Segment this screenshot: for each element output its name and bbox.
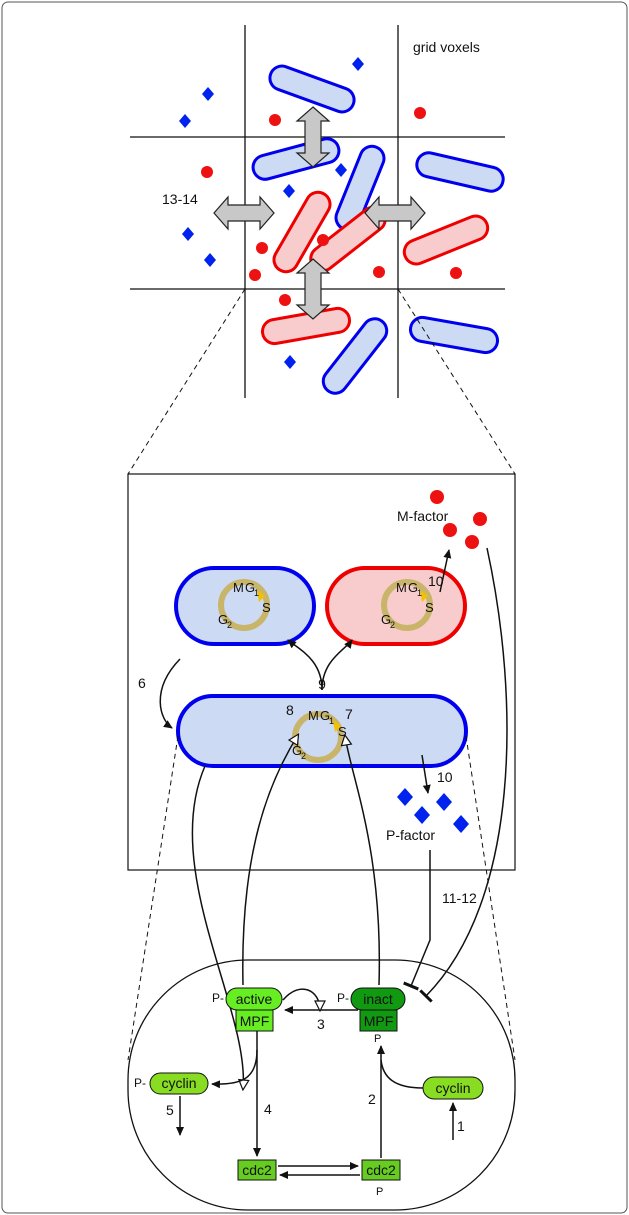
svg-text:M: M <box>233 580 244 595</box>
arrow-10-m <box>439 549 452 593</box>
svg-text:P: P <box>374 1033 381 1045</box>
svg-text:G: G <box>292 743 302 758</box>
curve-active-to-8 <box>242 735 298 986</box>
step-2: 2 <box>368 1091 376 1107</box>
blue-rod-cell <box>408 315 500 355</box>
secreted-p-factor <box>397 788 469 833</box>
svg-text:cdc2: cdc2 <box>366 1162 396 1178</box>
step-11-12: 11-12 <box>442 890 477 906</box>
arrow-9-left <box>287 639 323 691</box>
zoom-lines <box>127 288 516 475</box>
red-cell-top: M G 1 S G 2 <box>325 566 467 646</box>
grid-voxels-panel: grid voxels <box>130 25 505 398</box>
step-3: 3 <box>317 1016 325 1032</box>
arrow-cyclin-bind <box>380 1059 424 1089</box>
m-factor-inhibition <box>419 547 508 1003</box>
curve-inact-to-7 <box>345 736 381 986</box>
p-factor-inhibition <box>403 850 431 991</box>
diffusion-step-label: 13-14 <box>162 191 198 207</box>
svg-text:cdc2: cdc2 <box>242 1162 272 1178</box>
arrow-9-right <box>321 639 353 691</box>
cyclin-free: P- cyclin <box>134 1072 209 1095</box>
curve-to-cyclin <box>191 765 243 1089</box>
arrow-cyclin-release <box>211 1049 258 1089</box>
svg-text:2: 2 <box>301 751 306 761</box>
m-factor-molecules <box>201 107 462 306</box>
blue-cell-top: M G 1 S G 2 <box>174 566 316 646</box>
diffusion-arrow-left <box>213 196 275 230</box>
step-6: 6 <box>138 675 146 691</box>
svg-text:G: G <box>381 612 391 627</box>
svg-text:inact: inact <box>363 991 393 1007</box>
svg-text:M: M <box>308 708 319 723</box>
blue-rod-cell <box>268 64 356 114</box>
step-8: 8 <box>286 702 294 718</box>
svg-text:P-: P- <box>134 1076 146 1090</box>
box-arrows <box>159 549 452 794</box>
svg-text:G: G <box>218 612 228 627</box>
svg-text:1: 1 <box>417 588 422 598</box>
cyclin-new: cyclin <box>422 1076 484 1100</box>
svg-text:P: P <box>376 1186 383 1198</box>
step-4: 4 <box>264 1101 272 1117</box>
svg-text:S: S <box>338 724 347 739</box>
svg-text:P-: P- <box>337 991 349 1005</box>
svg-text:cyclin: cyclin <box>161 1075 196 1091</box>
network-arrows <box>176 988 457 1179</box>
svg-text:G: G <box>320 708 330 723</box>
svg-text:1: 1 <box>329 716 334 726</box>
blue-rod-cell <box>415 151 505 193</box>
step-10-m: 10 <box>428 573 444 589</box>
svg-text:2: 2 <box>390 620 395 630</box>
svg-text:active: active <box>236 991 273 1007</box>
inactive-mpf: P- inact MPF P <box>337 987 406 1045</box>
svg-text:1: 1 <box>254 588 259 598</box>
grid-voxels-label: grid voxels <box>413 39 480 55</box>
svg-text:cyclin: cyclin <box>435 1080 470 1096</box>
svg-text:P-: P- <box>212 991 224 1005</box>
active-mpf: P- active MPF <box>212 987 283 1032</box>
arrow-6 <box>159 658 181 729</box>
svg-text:MPF: MPF <box>364 1013 394 1029</box>
svg-text:M: M <box>396 580 407 595</box>
p-factor-label: P-factor <box>386 827 435 843</box>
arrow-10-p <box>421 754 431 794</box>
feedback-curves <box>191 547 508 1089</box>
step-5: 5 <box>166 1102 174 1118</box>
step-7: 7 <box>345 706 353 722</box>
cdc2-free: cdc2 <box>237 1159 277 1181</box>
blue-rod-cell <box>321 317 389 395</box>
step-1: 1 <box>457 1118 465 1134</box>
p-factor-molecules <box>179 57 364 369</box>
zoom-lines-lower <box>127 735 516 1061</box>
cdc2-phospho: cdc2 P <box>361 1159 401 1198</box>
svg-text:2: 2 <box>227 620 232 630</box>
step-10-p: 10 <box>437 769 453 785</box>
arrow-self-activation <box>282 988 320 1010</box>
svg-text:G: G <box>408 580 418 595</box>
svg-text:G: G <box>245 580 255 595</box>
svg-text:S: S <box>262 600 271 615</box>
network-cell <box>127 959 516 1211</box>
svg-text:MPF: MPF <box>240 1013 270 1029</box>
blue-rod-cell <box>251 137 341 181</box>
step-9: 9 <box>318 676 326 692</box>
m-factor-label: M-factor <box>397 508 449 524</box>
svg-text:S: S <box>425 600 434 615</box>
red-rod-cell <box>402 214 490 266</box>
secreted-m-factor <box>430 490 487 549</box>
red-rod-cell <box>260 306 352 346</box>
cell-cycle-box <box>127 473 516 871</box>
red-rod-cell <box>272 190 332 274</box>
